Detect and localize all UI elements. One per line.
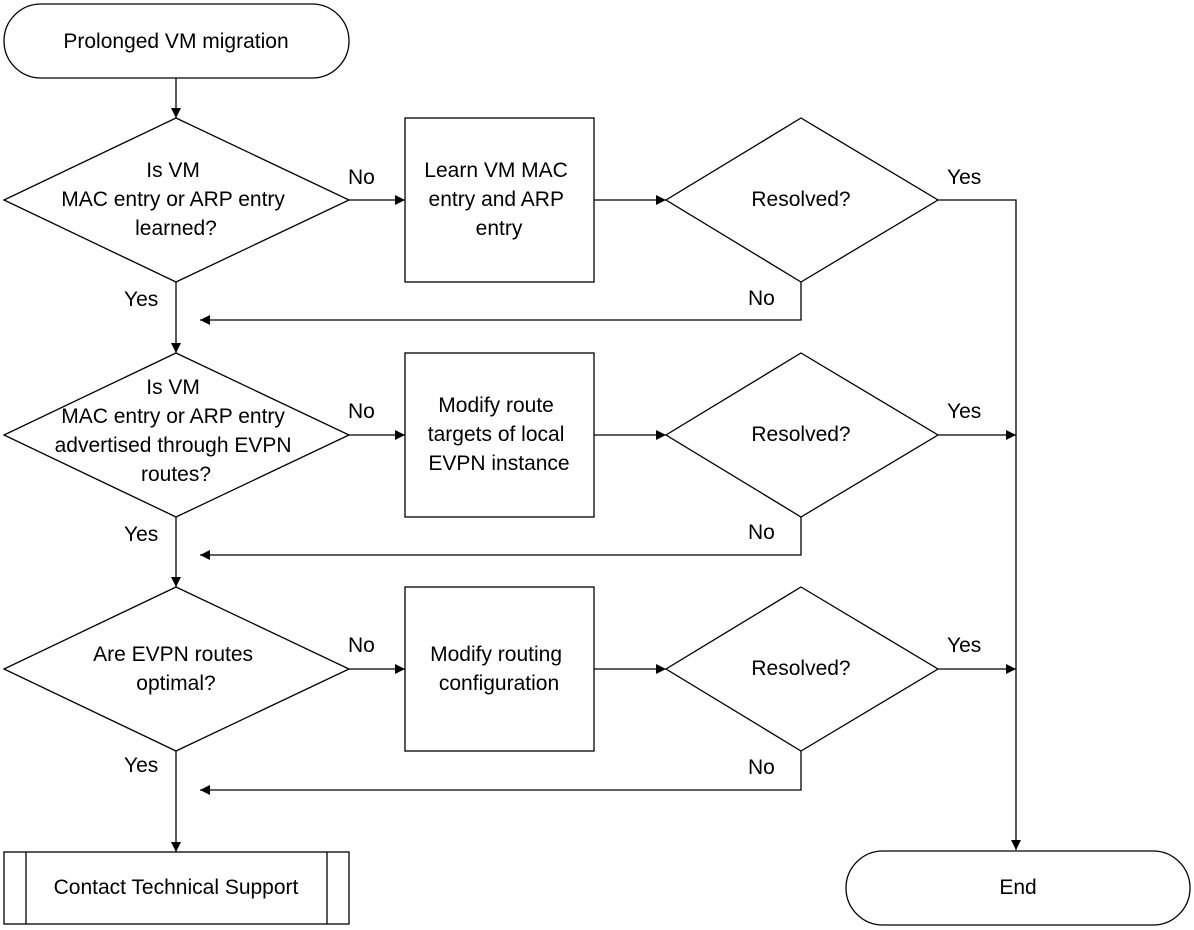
contact-support-label: Contact Technical Support xyxy=(54,876,299,899)
r3-yes-label: Yes xyxy=(947,634,981,657)
r3-no-label: No xyxy=(748,756,775,779)
decision-resolved-1-label: Resolved? xyxy=(751,188,850,211)
q3-yes-label: Yes xyxy=(124,754,158,777)
q1-yes-label: Yes xyxy=(124,288,158,311)
decision-routes-optimal-label: Are EVPN routes optimal? xyxy=(93,643,259,695)
end-terminator xyxy=(845,850,1191,926)
q3-no-label: No xyxy=(348,634,375,657)
decision-resolved-2-label: Resolved? xyxy=(751,423,850,446)
end-label: End xyxy=(999,876,1036,899)
predefined-process-contact-support xyxy=(3,851,350,925)
action-modify-routing-config xyxy=(404,586,595,752)
q2-yes-label: Yes xyxy=(124,523,158,546)
action-learn-entries-label: Learn VM MAC entry and ARP entry xyxy=(424,159,573,240)
q2-no-label: No xyxy=(348,400,375,423)
connector-r3-no xyxy=(200,751,802,795)
decision-mac-arp-learned-label: Is VM MAC entry or ARP entry learned? xyxy=(61,159,291,240)
r2-yes-label: Yes xyxy=(947,400,981,423)
action-learn-entries xyxy=(404,117,595,283)
action-modify-routing-config-label: Modify routing configuration xyxy=(430,643,568,695)
start-label: Prolonged VM migration xyxy=(63,30,288,53)
r1-yes-label: Yes xyxy=(947,166,981,189)
decision-resolved-3-label: Resolved? xyxy=(751,657,850,680)
action-modify-route-targets xyxy=(404,352,595,518)
r2-no-label: No xyxy=(748,521,775,544)
r1-no-label: No xyxy=(748,287,775,310)
decision-advertised-evpn-label: Is VM MAC entry or ARP entry advertised … xyxy=(55,376,298,486)
decision-routes-optimal xyxy=(2,586,351,752)
connector-r2-no xyxy=(200,517,802,560)
q1-no-label: No xyxy=(348,166,375,189)
connector-r1-no xyxy=(200,282,802,325)
action-modify-route-targets-label: Modify route targets of local EVPN insta… xyxy=(428,394,570,475)
connector-r1-yes-to-end xyxy=(938,199,1021,850)
